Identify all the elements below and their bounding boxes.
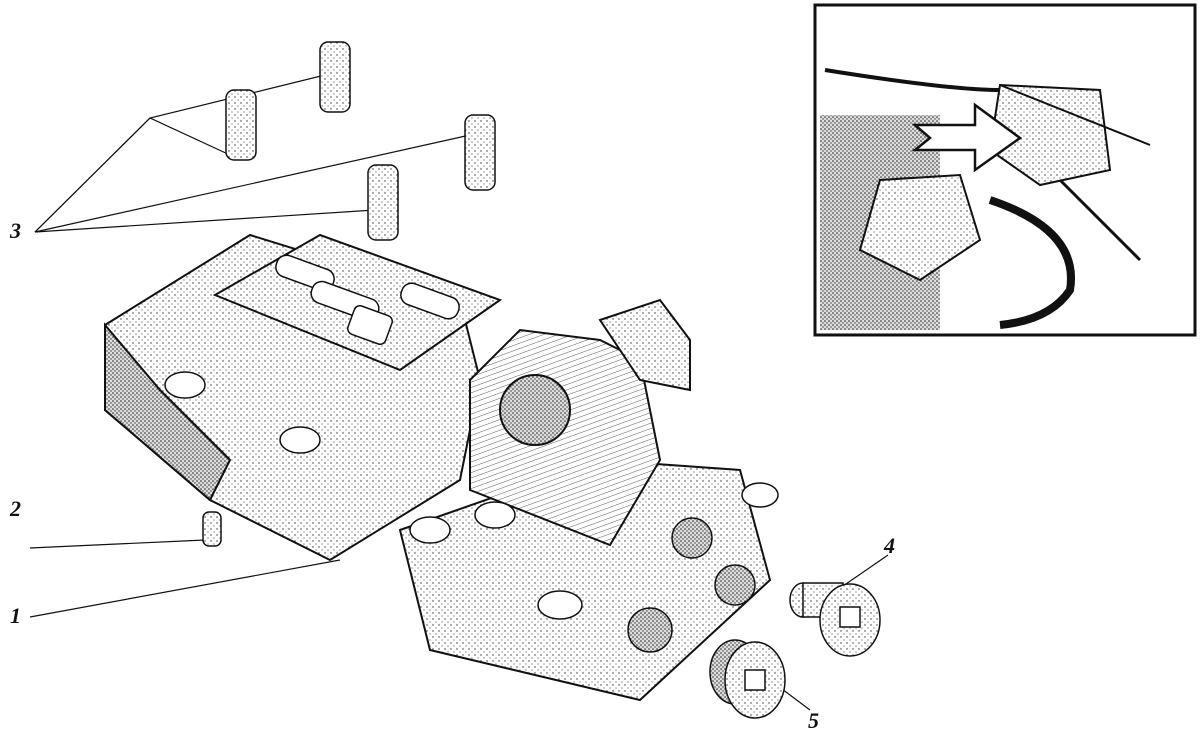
location-arrow-icon [911, 102, 1023, 173]
label-part-1: 1 [10, 603, 21, 628]
label-part-4: 4 [884, 533, 895, 558]
leader-lines [29, 74, 889, 711]
label-part-2: 2 [10, 496, 21, 521]
plug-4 [789, 582, 881, 657]
valve-body [104, 233, 779, 702]
label-part-5: 5 [808, 708, 819, 733]
inset-location-view [813, 3, 1197, 337]
label-part-3: 3 [10, 218, 21, 243]
plug-5 [709, 639, 786, 719]
dowel-pin [202, 511, 222, 547]
stud-bolts [225, 41, 496, 241]
